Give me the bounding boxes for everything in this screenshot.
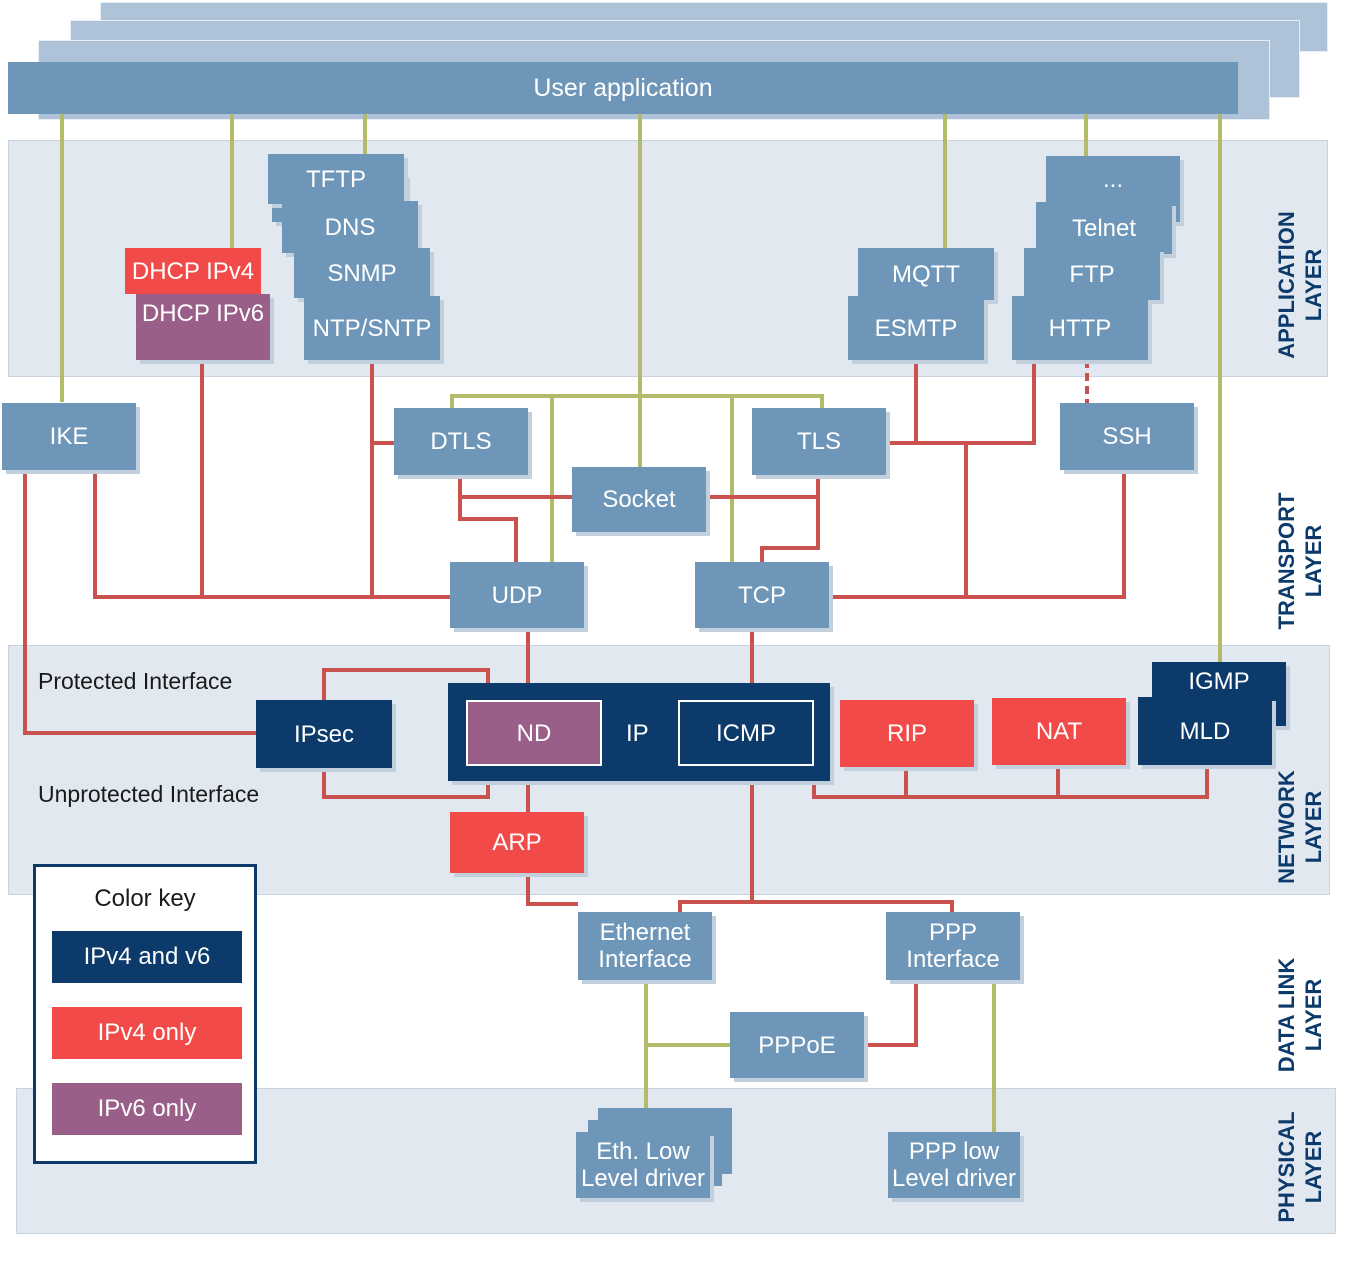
- ip-label: IP: [626, 720, 649, 747]
- legend-item-ipv4-only: IPv4 only: [52, 1007, 242, 1059]
- http-block: HTTP: [1012, 296, 1148, 360]
- dtls-block: DTLS: [394, 408, 528, 475]
- red-link: [830, 470, 1126, 599]
- transport-layer-label: TRANSPORT LAYER: [1274, 492, 1326, 630]
- udp-block: UDP: [450, 562, 584, 628]
- telnet-block: Telnet: [1036, 202, 1172, 254]
- tls-block: TLS: [752, 408, 886, 475]
- user-application-block: User application: [8, 62, 1238, 114]
- dhcp-ipv4-block: DHCP IPv4: [125, 248, 261, 294]
- legend-item-ipv4-and-v6: IPv4 and v6: [52, 931, 242, 983]
- ipsec-block: IPsec: [256, 700, 392, 768]
- red-link: [322, 668, 490, 700]
- red-link: [886, 360, 1036, 445]
- ssh-block: SSH: [1060, 403, 1194, 470]
- red-link: [93, 470, 450, 599]
- olive-link: [450, 394, 824, 408]
- red-link: [322, 768, 490, 799]
- icmp-block: ICMP: [678, 700, 814, 766]
- dhcp-ipv6-block: DHCP IPv6: [136, 294, 270, 360]
- socket-block: Socket: [572, 467, 706, 532]
- legend-title: Color key: [94, 885, 196, 912]
- physical-layer-label: PHYSICAL LAYER: [1274, 1111, 1326, 1223]
- red-link: [458, 474, 572, 499]
- snmp-block: SNMP: [294, 248, 430, 298]
- legend-item-ipv6-only: IPv6 only: [52, 1083, 242, 1135]
- ppp-low-level-driver-block: PPP low Level driver: [888, 1132, 1020, 1198]
- ike-block: IKE: [2, 403, 136, 470]
- red-link: [812, 765, 1209, 799]
- connection-lines: [23, 114, 1222, 1134]
- tcp-block: TCP: [695, 562, 829, 628]
- application-layer-label: APPLICATION LAYER: [1274, 211, 1326, 359]
- rip-block: RIP: [840, 700, 974, 767]
- tftp-block: TFTP: [268, 154, 404, 204]
- ppp-interface-block: PPP Interface: [886, 912, 1020, 980]
- color-key-legend: Color key IPv4 and v6 IPv4 only IPv6 onl…: [33, 864, 257, 1164]
- nat-block: NAT: [992, 698, 1126, 765]
- arp-block: ARP: [450, 812, 584, 873]
- red-link: [864, 980, 918, 1047]
- red-link: [760, 497, 820, 562]
- red-link: [458, 497, 518, 562]
- ntp-sntp-block: NTP/SNTP: [304, 296, 440, 360]
- pppoe-block: PPPoE: [730, 1012, 864, 1078]
- red-link: [526, 873, 578, 906]
- red-link: [678, 900, 954, 912]
- ftp-block: FTP: [1024, 248, 1160, 300]
- mqtt-block: MQTT: [858, 248, 994, 300]
- red-link: [704, 474, 820, 499]
- protected-interface-label: Protected Interface: [38, 668, 233, 694]
- mld-block: MLD: [1138, 697, 1272, 765]
- eth-low-level-driver-block: Eth. Low Level driver: [576, 1132, 710, 1198]
- unprotected-interface-label: Unprotected Interface: [38, 781, 260, 807]
- ethernet-interface-block: Ethernet Interface: [578, 912, 712, 980]
- nd-block: ND: [466, 700, 602, 766]
- esmtp-block: ESMTP: [848, 296, 984, 360]
- red-link: [23, 470, 258, 735]
- dns-block: DNS: [282, 201, 418, 253]
